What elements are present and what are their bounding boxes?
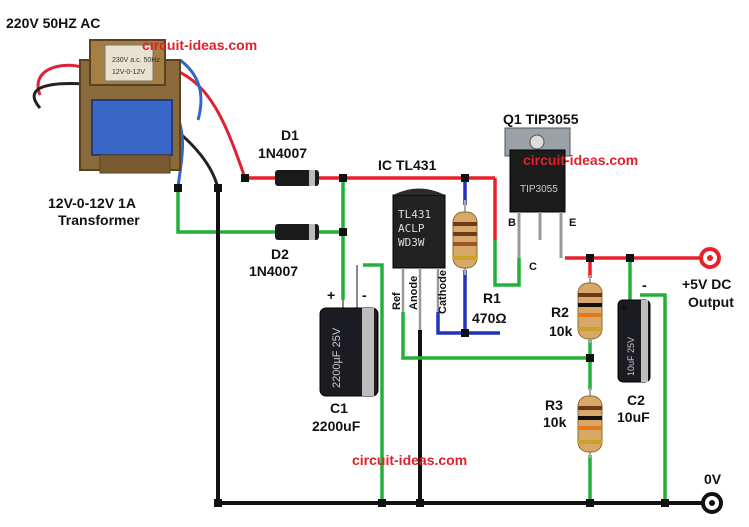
c1-name: C1 xyxy=(330,400,348,416)
output-terminal[interactable] xyxy=(699,247,721,269)
ic-pin-cathode: Cathode xyxy=(437,270,449,314)
r2-value: 10k xyxy=(549,323,573,339)
junctions xyxy=(174,174,669,507)
ic-print-2: ACLP xyxy=(398,222,425,235)
transformer-print: 230V a.c. 50Hz xyxy=(112,57,160,64)
resistor-r2 xyxy=(577,275,603,343)
r1-name: R1 xyxy=(483,290,501,306)
ic-print-3: WD3W xyxy=(398,236,425,249)
capacitor-c1: 2200µF 25V xyxy=(319,265,379,397)
transistor-q1: TIP3055 xyxy=(504,127,571,258)
ic-tl431: TL431 ACLP WD3W xyxy=(392,188,446,330)
q1-pin-e: E xyxy=(569,217,576,229)
transformer-label-2: Transformer xyxy=(58,212,140,228)
ground-label: 0V xyxy=(704,471,722,487)
transformer: 230V a.c. 50Hz 12V-0-12V xyxy=(32,39,247,189)
transformer-label-1: 12V-0-12V 1A xyxy=(48,195,136,211)
q1-pin-b: B xyxy=(508,217,516,229)
q1-pin-c: C xyxy=(529,261,537,273)
ic-pin-anode: Anode xyxy=(408,276,420,310)
ground-terminal[interactable] xyxy=(701,492,723,514)
c2-value: 10uF xyxy=(617,409,650,425)
diode-d2 xyxy=(275,224,319,240)
ic-label: IC TL431 xyxy=(378,157,437,173)
watermark-top: circuit-ideas.com xyxy=(142,37,257,53)
d1-name: D1 xyxy=(281,127,299,143)
d2-value: 1N4007 xyxy=(249,263,298,279)
r1-value: 470Ω xyxy=(472,310,507,326)
output-label-2: Output xyxy=(688,294,734,310)
title-label: 220V 50HZ AC xyxy=(6,15,100,31)
r3-name: R3 xyxy=(545,397,563,413)
ic-print-1: TL431 xyxy=(398,208,431,221)
c1-value: 2200uF xyxy=(312,418,361,434)
wires xyxy=(176,176,710,505)
watermark-right: circuit-ideas.com xyxy=(523,152,638,168)
transformer-print-2: 12V-0-12V xyxy=(112,69,145,76)
output-label-1: +5V DC xyxy=(682,276,731,292)
c1-plus: + xyxy=(327,287,335,303)
r3-value: 10k xyxy=(543,414,567,430)
q1-body-print: TIP3055 xyxy=(520,184,558,195)
c2-name: C2 xyxy=(627,392,645,408)
resistor-r1 xyxy=(452,200,478,275)
c2-body-print: 10uF 25V xyxy=(626,337,636,376)
c1-minus: - xyxy=(362,287,367,303)
watermark-bottom: circuit-ideas.com xyxy=(352,452,467,468)
c2-plus: + xyxy=(620,299,628,315)
c1-body-print: 2200µF 25V xyxy=(331,327,343,388)
c2-minus: - xyxy=(642,277,647,293)
d2-name: D2 xyxy=(271,246,289,262)
q1-label: Q1 TIP3055 xyxy=(503,111,579,127)
diode-d1 xyxy=(275,170,319,186)
resistor-r3 xyxy=(577,388,603,458)
d1-value: 1N4007 xyxy=(258,145,307,161)
r2-name: R2 xyxy=(551,304,569,320)
capacitor-c2: 10uF 25V xyxy=(617,299,651,383)
ic-pin-ref: Ref xyxy=(391,292,403,310)
